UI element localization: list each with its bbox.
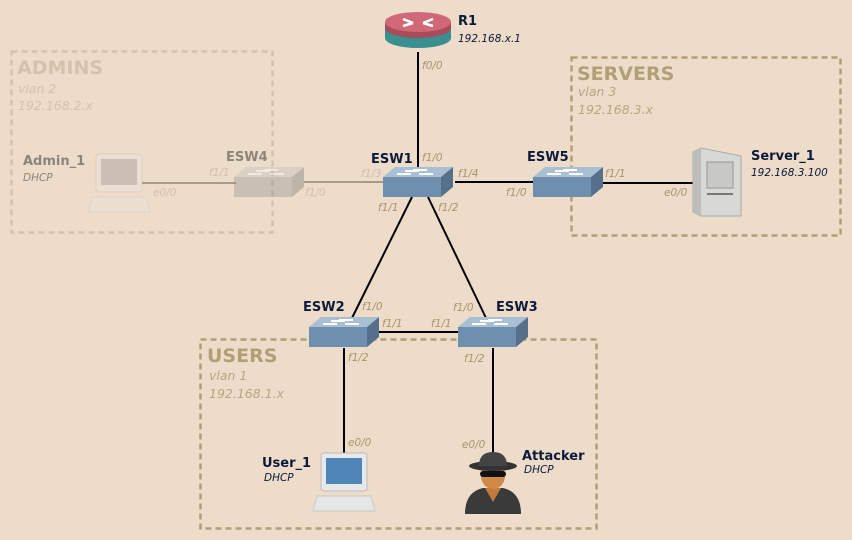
switch-icon-esw3[interactable] xyxy=(457,316,529,348)
switch-icon-esw4[interactable] xyxy=(233,166,305,198)
esw3-label[interactable]: ESW3 xyxy=(496,300,538,315)
computer-icon-admin1[interactable] xyxy=(87,153,151,213)
port-label: f1/0 xyxy=(506,187,527,199)
admin1-label[interactable]: Admin_1 xyxy=(23,154,86,169)
port-label: f1/0 xyxy=(453,302,474,314)
links xyxy=(142,52,695,455)
zone-users-border xyxy=(199,338,598,530)
esw5-label[interactable]: ESW5 xyxy=(527,150,569,165)
port-label: f1/0 xyxy=(305,187,326,199)
router-icon[interactable] xyxy=(385,12,451,48)
zone-servers-vlan: vlan 3 xyxy=(578,84,617,99)
port-label: e0/0 xyxy=(153,187,177,199)
user1-ip: DHCP xyxy=(264,472,294,484)
attacker-ip: DHCP xyxy=(524,464,554,476)
zone-admins-subnet: 192.168.2.x xyxy=(18,98,93,113)
port-label: e0/0 xyxy=(462,439,486,451)
computer-icon-user1[interactable] xyxy=(312,452,376,512)
r1-label[interactable]: R1 xyxy=(458,14,478,29)
spy-icon[interactable] xyxy=(465,452,521,514)
server1-ip: 192.168.3.100 xyxy=(751,167,828,179)
link-esw1-esw2[interactable] xyxy=(351,196,413,319)
switch-icon-esw5[interactable] xyxy=(532,166,604,198)
port-label: f1/1 xyxy=(378,202,399,214)
switch-icon-esw1[interactable] xyxy=(382,166,454,198)
switch-icon-esw2[interactable] xyxy=(308,316,380,348)
port-label: f1/4 xyxy=(458,168,479,180)
user1-label[interactable]: User_1 xyxy=(262,456,312,471)
port-label: f1/1 xyxy=(382,318,403,330)
zone-admins-title: ADMINS xyxy=(17,57,104,79)
port-label: f1/1 xyxy=(431,318,452,330)
r1-ip: 192.168.x.1 xyxy=(458,33,521,45)
port-label: f0/0 xyxy=(422,60,443,72)
port-label: f1/0 xyxy=(422,152,443,164)
admin1-ip: DHCP xyxy=(23,172,53,184)
port-label: f1/1 xyxy=(209,167,230,179)
port-label: e0/0 xyxy=(348,437,372,449)
port-label: f1/2 xyxy=(464,353,485,365)
port-label: f1/2 xyxy=(438,202,459,214)
attacker-label[interactable]: Attacker xyxy=(522,449,585,464)
port-label: f1/1 xyxy=(605,168,626,180)
zone-admins-vlan: vlan 2 xyxy=(18,81,57,96)
port-label: f1/3 xyxy=(361,168,382,180)
link-esw1-esw3[interactable] xyxy=(427,196,487,319)
esw4-label[interactable]: ESW4 xyxy=(226,150,268,165)
port-label: e0/0 xyxy=(664,187,688,199)
server-icon[interactable] xyxy=(692,147,742,217)
zone-admins-border xyxy=(10,50,274,234)
port-label: f1/0 xyxy=(362,301,383,313)
port-label: f1/2 xyxy=(348,352,369,364)
esw2-label[interactable]: ESW2 xyxy=(303,300,345,315)
zone-servers-title: SERVERS xyxy=(577,63,675,85)
esw1-label[interactable]: ESW1 xyxy=(371,152,413,167)
zone-users-title: USERS xyxy=(207,345,278,367)
zone-servers-border xyxy=(570,56,842,237)
zone-servers-subnet: 192.168.3.x xyxy=(578,102,653,117)
zone-users-subnet: 192.168.1.x xyxy=(209,386,284,401)
zone-users-vlan: vlan 1 xyxy=(209,368,248,383)
server1-label[interactable]: Server_1 xyxy=(751,149,815,164)
